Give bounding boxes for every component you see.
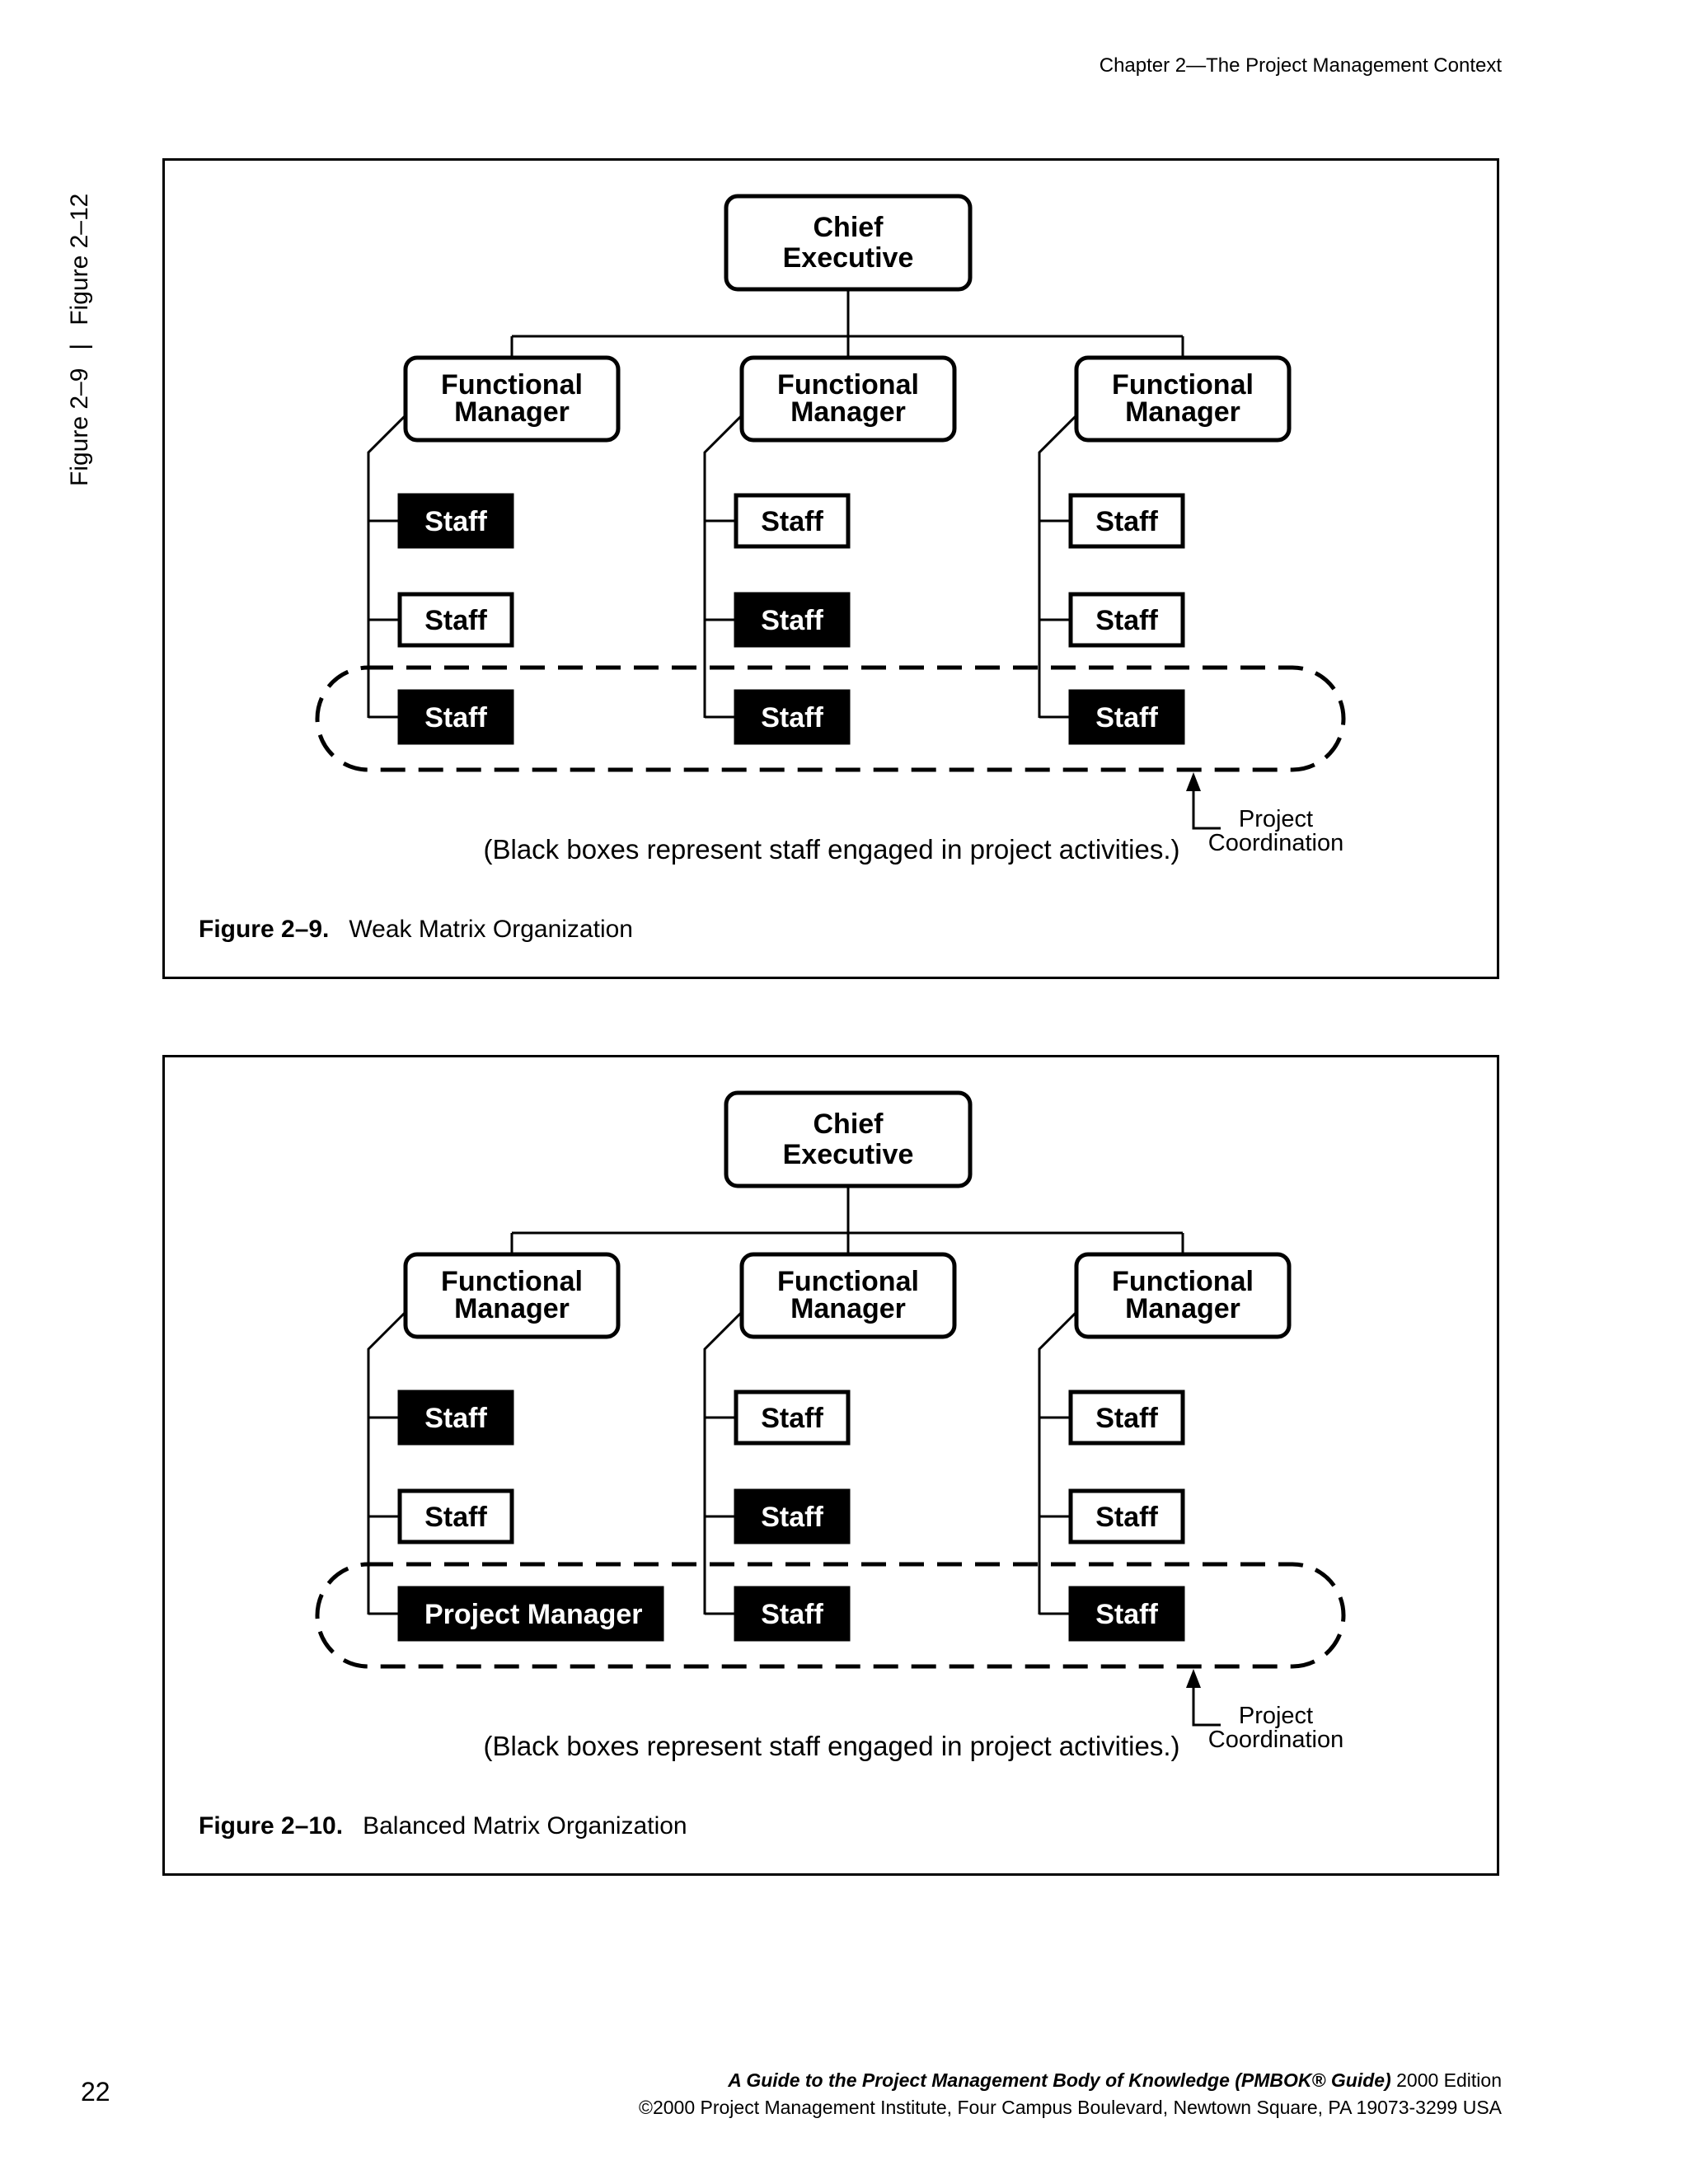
caption-number: Figure 2–10. <box>199 1812 344 1840</box>
staff-box <box>734 1390 851 1446</box>
arrow-up-icon <box>1186 1669 1201 1688</box>
staff-label: Staff <box>761 1599 823 1630</box>
chief-executive-label: Chief <box>814 212 884 243</box>
coordination-label: Project <box>1239 1703 1313 1729</box>
footer-copyright: ©2000 Project Management Institute, Four… <box>639 2097 1502 2118</box>
staff-label: Staff <box>1095 506 1158 537</box>
functional-manager-label: Manager <box>454 1293 570 1324</box>
functional-manager-label: Manager <box>454 396 570 428</box>
staff-label: Staff <box>1095 702 1158 733</box>
staff-label: Staff <box>761 1403 823 1434</box>
staff-label: Staff <box>761 605 823 636</box>
running-head: Chapter 2—The Project Management Context <box>1099 54 1502 77</box>
side-label-separator: | <box>66 343 93 350</box>
coordination-label: Coordination <box>1208 1727 1343 1753</box>
staff-box <box>1068 493 1185 549</box>
project-coordination-loop <box>315 665 1346 772</box>
staff-box <box>734 493 851 549</box>
staff-spine-line <box>703 1310 743 1615</box>
project-coordination-loop <box>315 1562 1346 1669</box>
functional-manager-label: Manager <box>790 1293 906 1324</box>
coordination-label: Project <box>1239 806 1313 832</box>
staff-spine-line <box>1038 1310 1078 1615</box>
side-label-first: Figure 2–9 <box>66 368 93 486</box>
staff-box <box>1068 592 1185 648</box>
staff-label: Staff <box>424 702 487 733</box>
org-chart-weak-matrix: ChiefExecutiveFunctionalManagerStaffStaf… <box>315 194 1346 865</box>
functional-manager-box <box>739 355 957 443</box>
staff-label: Staff <box>1095 1502 1158 1533</box>
staff-spine-line <box>1038 414 1078 718</box>
chief-executive-label: Executive <box>783 1139 914 1170</box>
legend-note: (Black boxes represent staff engaged in … <box>484 1731 1180 1761</box>
side-label-second: Figure 2–12 <box>66 193 93 326</box>
functional-manager-label: Manager <box>1125 1293 1240 1324</box>
page-number: 22 <box>81 2077 110 2107</box>
figure-caption: Figure 2–9. Weak Matrix Organization <box>199 916 633 944</box>
staff-label: Staff <box>1095 605 1158 636</box>
staff-box <box>1068 1390 1185 1446</box>
footer: A Guide to the Project Management Body o… <box>639 2067 1502 2121</box>
staff-label: Staff <box>424 1403 487 1434</box>
functional-manager-label: Functional <box>777 1266 919 1297</box>
staff-box <box>734 1488 851 1544</box>
staff-box <box>734 592 851 648</box>
staff-label: Staff <box>424 605 487 636</box>
coordination-arrow-line <box>1192 1687 1221 1727</box>
project-manager-label: Project Manager <box>424 1599 643 1630</box>
org-chart-balanced-matrix: ChiefExecutiveFunctionalManagerStaffStaf… <box>315 1090 1346 1761</box>
functional-manager-label: Functional <box>777 369 919 401</box>
staff-spine-line <box>367 1310 407 1615</box>
staff-box <box>397 689 514 745</box>
project-manager-box <box>397 1586 664 1642</box>
caption-number: Figure 2–9. <box>199 916 330 943</box>
legend-note: (Black boxes represent staff engaged in … <box>484 834 1180 865</box>
staff-box <box>397 493 514 549</box>
side-figure-label: Figure 2–9 | Figure 2–12 <box>66 194 94 486</box>
staff-box <box>734 689 851 745</box>
footer-title-line: A Guide to the Project Management Body o… <box>639 2067 1502 2094</box>
functional-manager-box <box>403 1252 621 1339</box>
staff-box <box>397 1488 514 1544</box>
chief-executive-label: Chief <box>814 1108 884 1140</box>
arrow-up-icon <box>1186 772 1201 791</box>
staff-box <box>1068 1488 1185 1544</box>
staff-box <box>1068 1586 1185 1642</box>
chief-executive-label: Executive <box>783 242 914 274</box>
coordination-label: Coordination <box>1208 830 1343 856</box>
functional-manager-box <box>1074 1252 1292 1339</box>
staff-label: Staff <box>1095 1403 1158 1434</box>
staff-box <box>734 1586 851 1642</box>
staff-label: Staff <box>761 702 823 733</box>
staff-label: Staff <box>1095 1599 1158 1630</box>
functional-manager-label: Manager <box>790 396 906 428</box>
footer-edition: 2000 Edition <box>1390 2069 1502 2091</box>
staff-box <box>397 1390 514 1446</box>
functional-manager-label: Functional <box>441 369 583 401</box>
staff-label: Staff <box>761 506 823 537</box>
staff-box <box>1068 689 1185 745</box>
caption-title: Balanced Matrix Organization <box>363 1812 687 1840</box>
functional-manager-box <box>403 355 621 443</box>
figure-caption: Figure 2–10. Balanced Matrix Organization <box>199 1812 687 1840</box>
staff-spine-line <box>703 414 743 718</box>
functional-manager-label: Manager <box>1125 396 1240 428</box>
staff-label: Staff <box>761 1502 823 1533</box>
staff-box <box>397 592 514 648</box>
functional-manager-box <box>739 1252 957 1339</box>
staff-spine-line <box>367 414 407 718</box>
functional-manager-label: Functional <box>1112 1266 1254 1297</box>
functional-manager-label: Functional <box>441 1266 583 1297</box>
staff-label: Staff <box>424 506 487 537</box>
staff-label: Staff <box>424 1502 487 1533</box>
functional-manager-box <box>1074 355 1292 443</box>
footer-book-title: A Guide to the Project Management Body o… <box>728 2069 1391 2091</box>
caption-title: Weak Matrix Organization <box>349 916 633 943</box>
functional-manager-label: Functional <box>1112 369 1254 401</box>
coordination-arrow-line <box>1192 790 1221 830</box>
